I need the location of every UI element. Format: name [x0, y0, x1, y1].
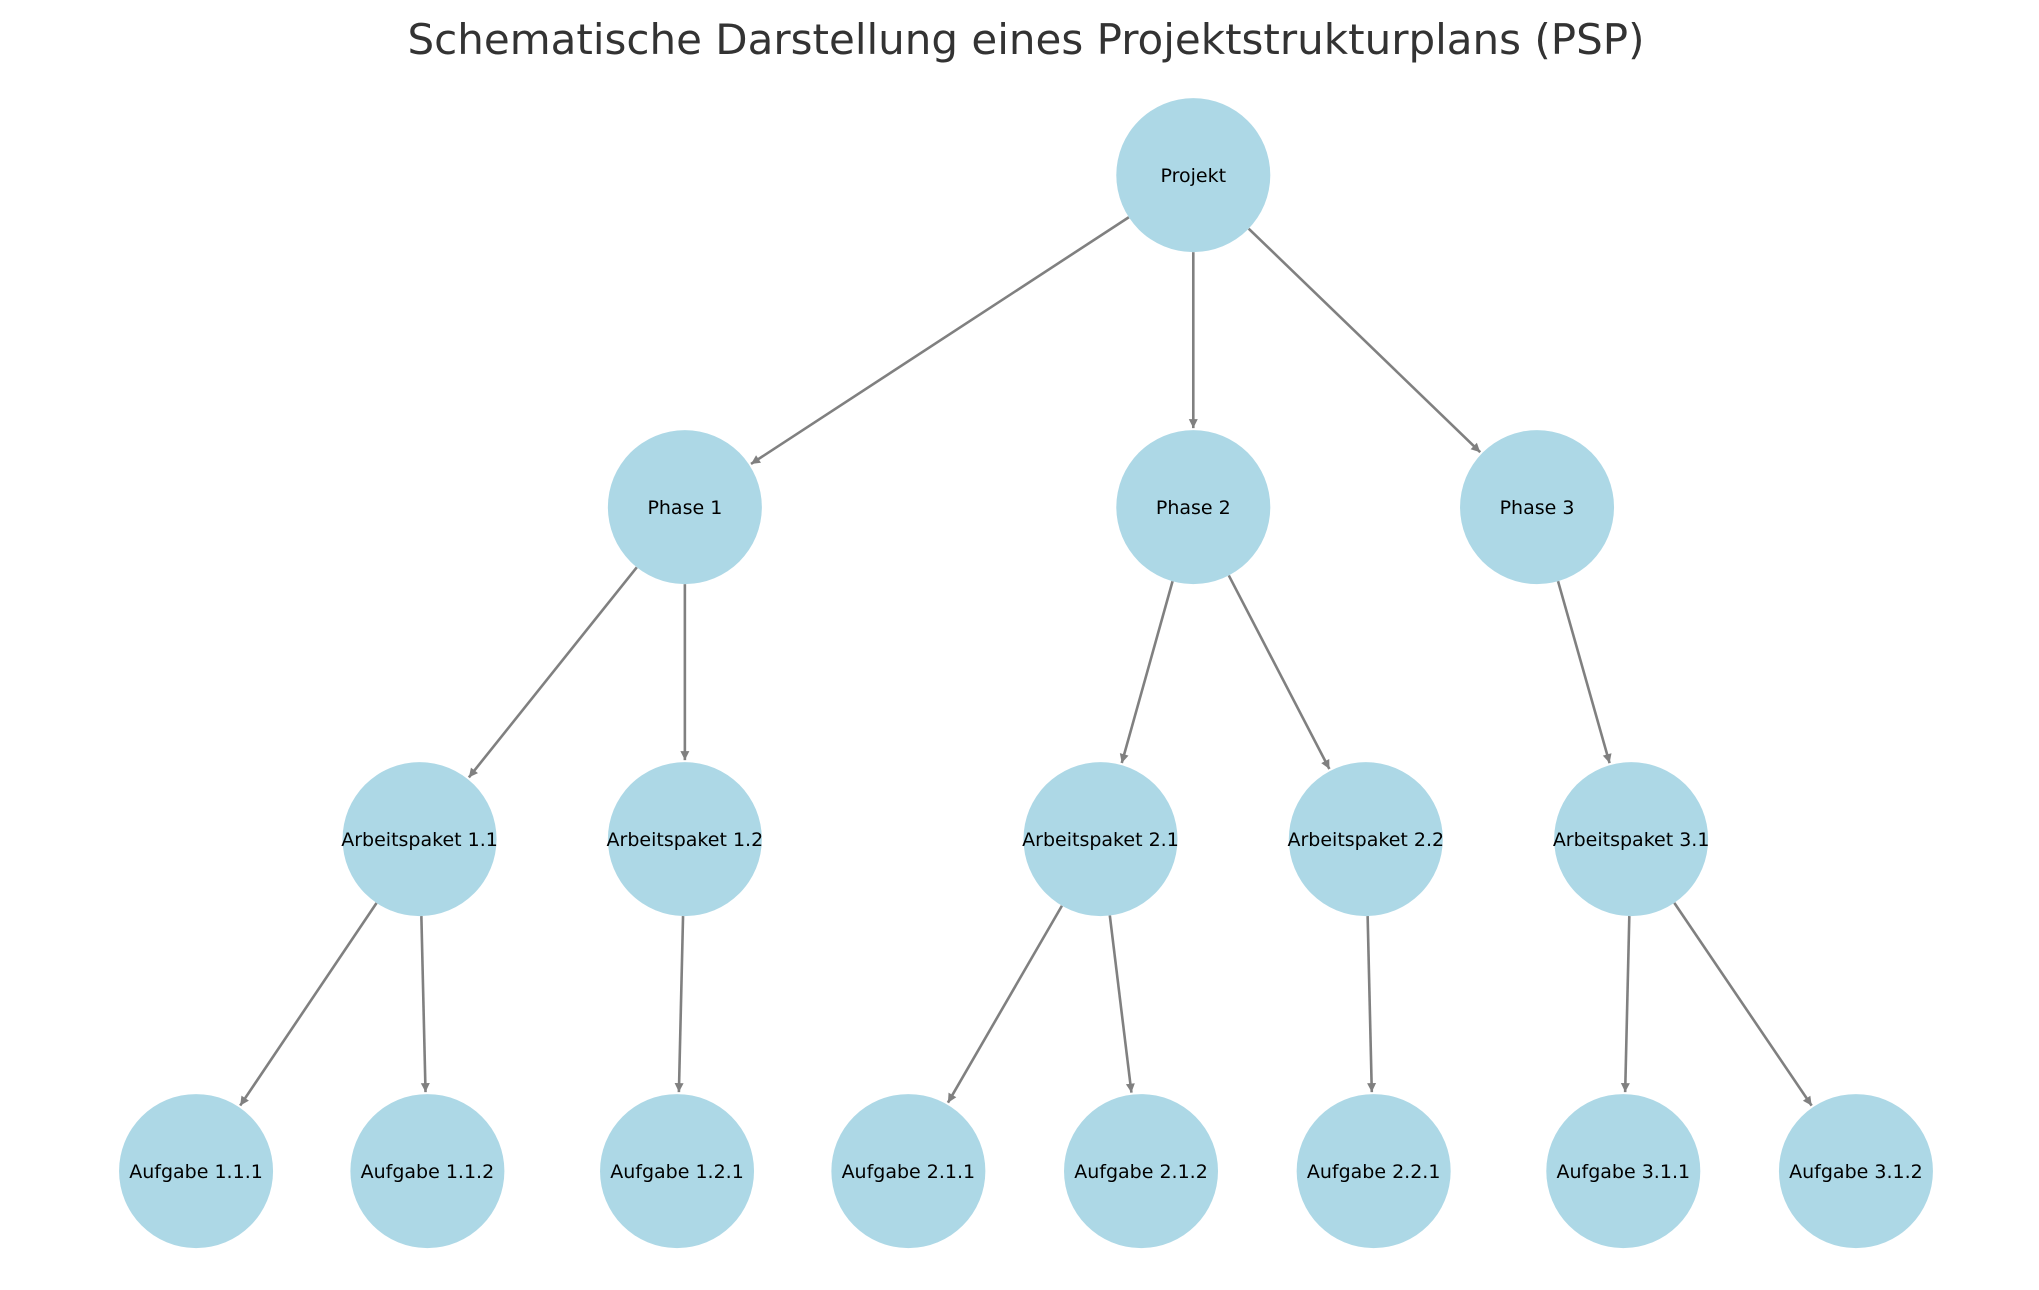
node-label: Phase 1 — [647, 497, 722, 519]
node-a121: Aufgabe 1.2.1 — [600, 1094, 755, 1249]
node-label: Aufgabe 1.1.2 — [361, 1161, 495, 1183]
node-circle — [1116, 430, 1271, 585]
edge-ap21-a211 — [946, 905, 1064, 1104]
node-circle — [607, 430, 762, 585]
node-circle — [1288, 762, 1443, 917]
node-circle — [600, 1094, 755, 1249]
node-ap11: Arbeitspaket 1.1 — [341, 762, 498, 917]
node-label: Aufgabe 3.1.2 — [1789, 1161, 1923, 1183]
node-ph3: Phase 3 — [1460, 430, 1615, 585]
node-a112: Aufgabe 1.1.2 — [350, 1094, 505, 1249]
edge-p-ph3 — [1247, 227, 1482, 454]
node-a211: Aufgabe 2.1.1 — [831, 1094, 986, 1249]
node-label: Arbeitspaket 1.2 — [607, 829, 764, 851]
node-a311: Aufgabe 3.1.1 — [1546, 1094, 1701, 1249]
node-label: Aufgabe 2.2.1 — [1307, 1161, 1441, 1183]
node-label: Projekt — [1161, 165, 1227, 187]
node-label: Aufgabe 2.1.1 — [842, 1161, 976, 1183]
edge-p-ph1 — [750, 216, 1130, 466]
node-circle — [1116, 98, 1271, 253]
node-label: Aufgabe 3.1.1 — [1557, 1161, 1691, 1183]
edge-ap21-a212 — [1108, 915, 1135, 1093]
node-a111: Aufgabe 1.1.1 — [119, 1094, 274, 1249]
edge-ph3-ap31 — [1556, 580, 1612, 764]
node-circle — [607, 762, 762, 917]
node-a212: Aufgabe 2.1.2 — [1064, 1094, 1219, 1249]
edge-ap31-a311 — [1620, 916, 1631, 1093]
node-label: Arbeitspaket 3.1 — [1553, 829, 1710, 851]
node-label: Phase 3 — [1500, 497, 1575, 519]
node-a221: Aufgabe 2.2.1 — [1296, 1094, 1451, 1249]
edge-ph2-ap22 — [1227, 574, 1331, 770]
diagram-title: Schematische Darstellung eines Projektst… — [408, 15, 1645, 64]
node-label: Arbeitspaket 2.2 — [1288, 829, 1445, 851]
node-circle — [350, 1094, 505, 1249]
node-label: Arbeitspaket 1.1 — [341, 829, 498, 851]
node-label: Aufgabe 2.1.2 — [1074, 1161, 1208, 1183]
node-ap21: Arbeitspaket 2.1 — [1022, 762, 1179, 917]
node-ph1: Phase 1 — [607, 430, 762, 585]
edge-ap11-a112 — [420, 916, 430, 1093]
node-label: Aufgabe 1.1.1 — [129, 1161, 263, 1183]
edge-ap22-a221 — [1366, 916, 1377, 1093]
edges — [239, 216, 1813, 1107]
node-ap22: Arbeitspaket 2.2 — [1288, 762, 1445, 917]
node-circle — [119, 1094, 274, 1249]
node-circle — [1064, 1094, 1219, 1249]
edge-ap31-a312 — [1673, 902, 1813, 1107]
node-ap12: Arbeitspaket 1.2 — [607, 762, 764, 917]
node-circle — [342, 762, 497, 917]
node-circle — [1296, 1094, 1451, 1249]
edge-ph2-ap21 — [1119, 580, 1174, 764]
node-a312: Aufgabe 3.1.2 — [1778, 1094, 1933, 1249]
node-circle — [1546, 1094, 1701, 1249]
node-ph2: Phase 2 — [1116, 430, 1271, 585]
edge-ap12-a121 — [674, 916, 685, 1093]
edge-ap11-a111 — [239, 902, 378, 1107]
node-circle — [1460, 430, 1615, 585]
node-circle — [1778, 1094, 1933, 1249]
node-label: Aufgabe 1.2.1 — [610, 1161, 744, 1183]
node-ap31: Arbeitspaket 3.1 — [1553, 762, 1710, 917]
edge-ph1-ap11 — [467, 566, 638, 779]
node-label: Arbeitspaket 2.1 — [1022, 829, 1179, 851]
node-circle — [1023, 762, 1178, 917]
node-circle — [831, 1094, 986, 1249]
node-p: Projekt — [1116, 98, 1271, 253]
node-circle — [1554, 762, 1709, 917]
node-label: Phase 2 — [1156, 497, 1231, 519]
